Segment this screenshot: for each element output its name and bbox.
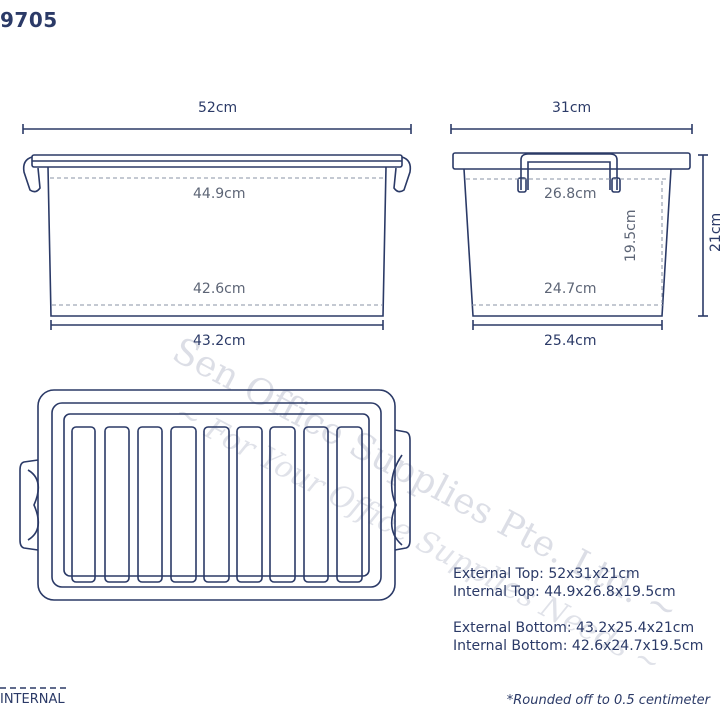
lid-rim [51, 402, 382, 588]
side-lid [452, 152, 691, 170]
spec-external-top: External Top: 52x31x21cm [453, 566, 640, 582]
internal-top-width-label: 26.8cm [544, 186, 597, 202]
lid-right-clip [390, 429, 411, 551]
front-right-handle [393, 156, 412, 193]
top-view [19, 389, 411, 601]
lid-ribs [71, 426, 363, 583]
legend-label: INTERNAL [0, 692, 65, 707]
spec-internal-bottom: Internal Bottom: 42.6x24.7x19.5cm [453, 638, 704, 654]
side-body [463, 168, 672, 317]
spec-internal-top: Internal Top: 44.9x26.8x19.5cm [453, 584, 676, 600]
front-left-handle [22, 156, 41, 193]
lid-panel [63, 413, 370, 577]
side-handle [520, 153, 618, 190]
external-top-width-label: 31cm [552, 100, 592, 116]
internal-height-label: 19.5cm [623, 209, 639, 262]
internal-bottom-width-label: 24.7cm [544, 281, 597, 297]
internal-bottom-length-label: 42.6cm [193, 281, 246, 297]
lid-left-clip [19, 459, 40, 551]
footnote: *Rounded off to 0.5 centimeter [506, 693, 710, 708]
external-bottom-width-label: 25.4cm [544, 333, 597, 349]
external-top-length-label: 52cm [198, 100, 238, 116]
spec-external-bottom: External Bottom: 43.2x25.4x21cm [453, 620, 695, 636]
front-view [22, 124, 412, 330]
internal-top-length-label: 44.9cm [193, 186, 246, 202]
front-body [47, 166, 387, 317]
model-number: 9705 [0, 8, 58, 32]
specs-block: External Top: 52x31x21cm Internal Top: 4… [453, 565, 703, 655]
side-view [450, 124, 708, 330]
external-bottom-length-label: 43.2cm [193, 333, 246, 349]
external-height-label: 21cm [708, 212, 720, 252]
